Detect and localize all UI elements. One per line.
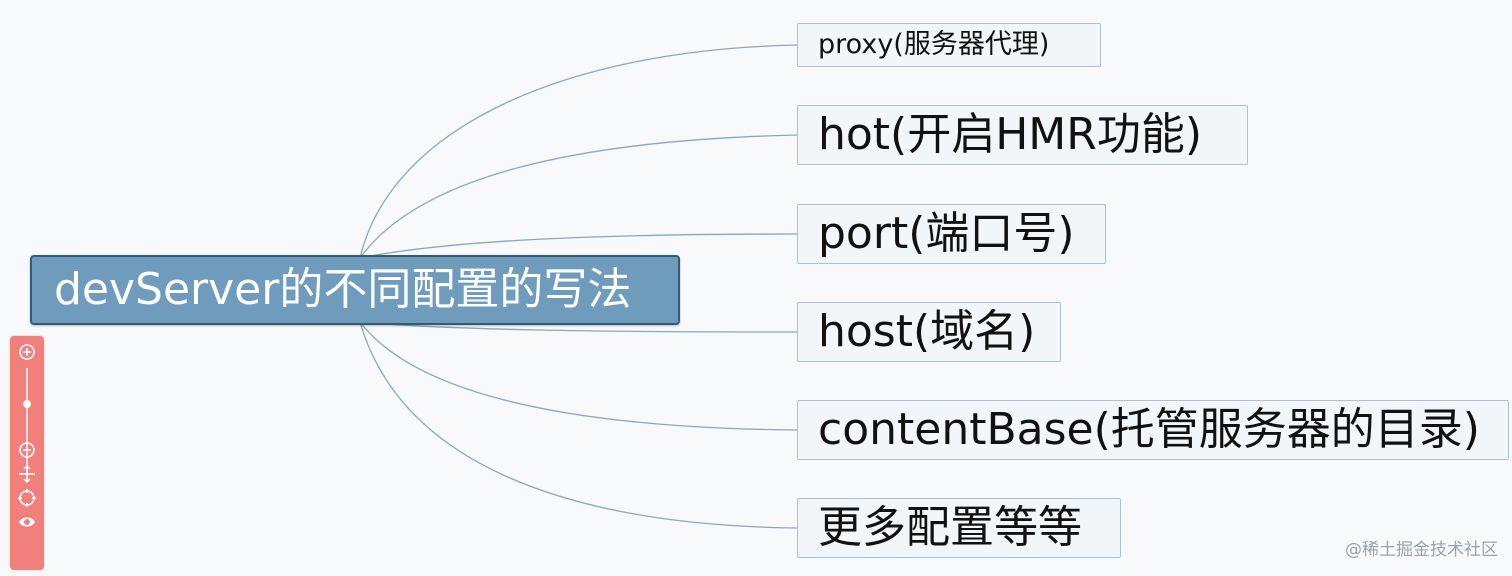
connector-hot [359,134,798,259]
fit-center-icon[interactable] [17,488,37,508]
connector-port [359,233,798,259]
branch-node-more-config[interactable]: 更多配置等等 [797,498,1121,558]
branch-node-contentbase[interactable]: contentBase(托管服务器的目录) [797,400,1509,460]
move-icon[interactable] [17,464,37,484]
zoom-slider[interactable] [22,368,32,468]
zoom-out-icon[interactable] [17,440,37,460]
root-node[interactable]: devServer的不同配置的写法 [30,255,680,325]
connector-more [359,321,798,529]
zoom-in-icon[interactable] [17,342,37,362]
connector-proxy [359,44,798,259]
branch-node-hot[interactable]: hot(开启HMR功能) [797,105,1248,165]
view-icon[interactable] [17,512,37,532]
branch-node-proxy[interactable]: proxy(服务器代理) [797,23,1101,67]
watermark: @稀土掘金技术社区 [1345,540,1498,560]
branch-node-port[interactable]: port(端口号) [797,204,1106,264]
branch-node-host[interactable]: host(域名) [797,302,1061,362]
zoom-toolbar [10,336,44,570]
connector-contentbase [359,321,798,431]
